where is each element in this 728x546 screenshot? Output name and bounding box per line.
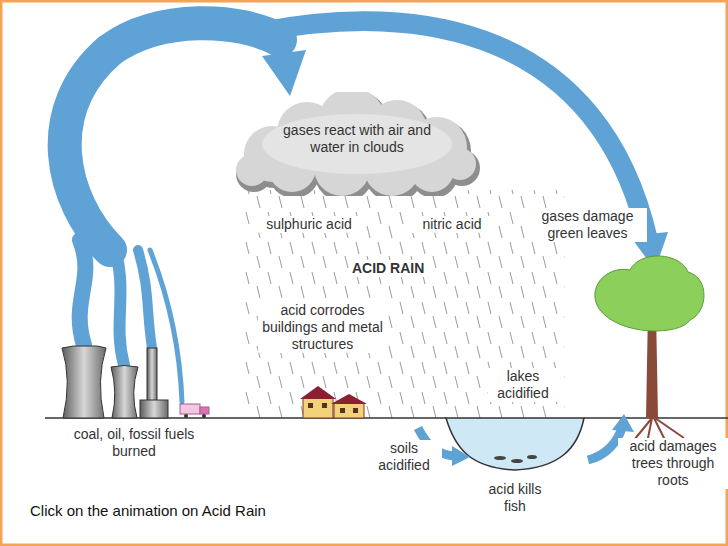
arrow-head [612,414,634,432]
effect-label: acid damages trees through roots [618,438,728,489]
effect-label: lakes acidified [488,368,558,402]
lake [446,418,584,470]
arrow-head [262,50,306,96]
arrow-head [452,446,470,466]
rain-streaks [245,190,565,418]
cloud-text: gases react with air and water in clouds [272,122,442,156]
fish [494,455,537,463]
cloud-node: gases react with air and water in clouds [232,92,482,196]
effect-label: gases damage green leaves [528,208,647,242]
effect-label: sulphuric acid [252,216,366,233]
effect-label: soils acidified [366,440,442,474]
title: ACID RAIN [350,260,426,277]
effect-label: acid corrodes buildings and metal struct… [258,302,387,353]
ground-line [45,417,446,419]
smoke-plume [65,21,648,402]
caption: Click on the animation on Acid Rain [28,502,268,519]
effect-label: coal, oil, fossil fuels burned [62,426,206,460]
buildings [300,386,367,418]
power-station [62,346,168,418]
effect-label: acid kills fish [480,481,550,515]
effect-label: nitric acid [410,216,494,233]
flow-arrow [418,428,622,460]
truck [180,404,209,418]
tree [595,256,704,448]
